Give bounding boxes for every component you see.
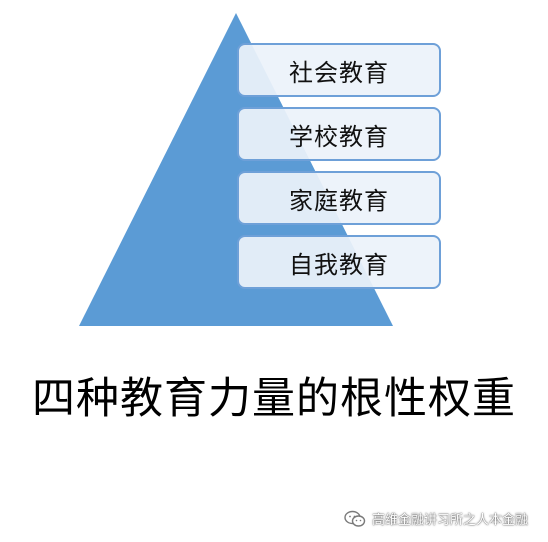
pyramid-level-label: 学校教育 [289,122,389,151]
pyramid-level-self: 自我教育 [237,235,441,289]
pyramid-level-label: 自我教育 [289,250,389,279]
pyramid-level-family: 家庭教育 [237,171,441,225]
watermark-text: 高维金融讲习所之人本金融 [372,513,529,528]
pyramid-level-label: 社会教育 [289,58,389,87]
pyramid-level-social: 社会教育 [237,43,441,97]
watermark: 高维金融讲习所之人本金融 [344,509,528,528]
pyramid-level-label: 家庭教育 [289,186,389,215]
wechat-icon [344,510,366,527]
pyramid-level-school: 学校教育 [237,107,441,161]
diagram-title: 四种教育力量的根性权重 [32,374,516,424]
